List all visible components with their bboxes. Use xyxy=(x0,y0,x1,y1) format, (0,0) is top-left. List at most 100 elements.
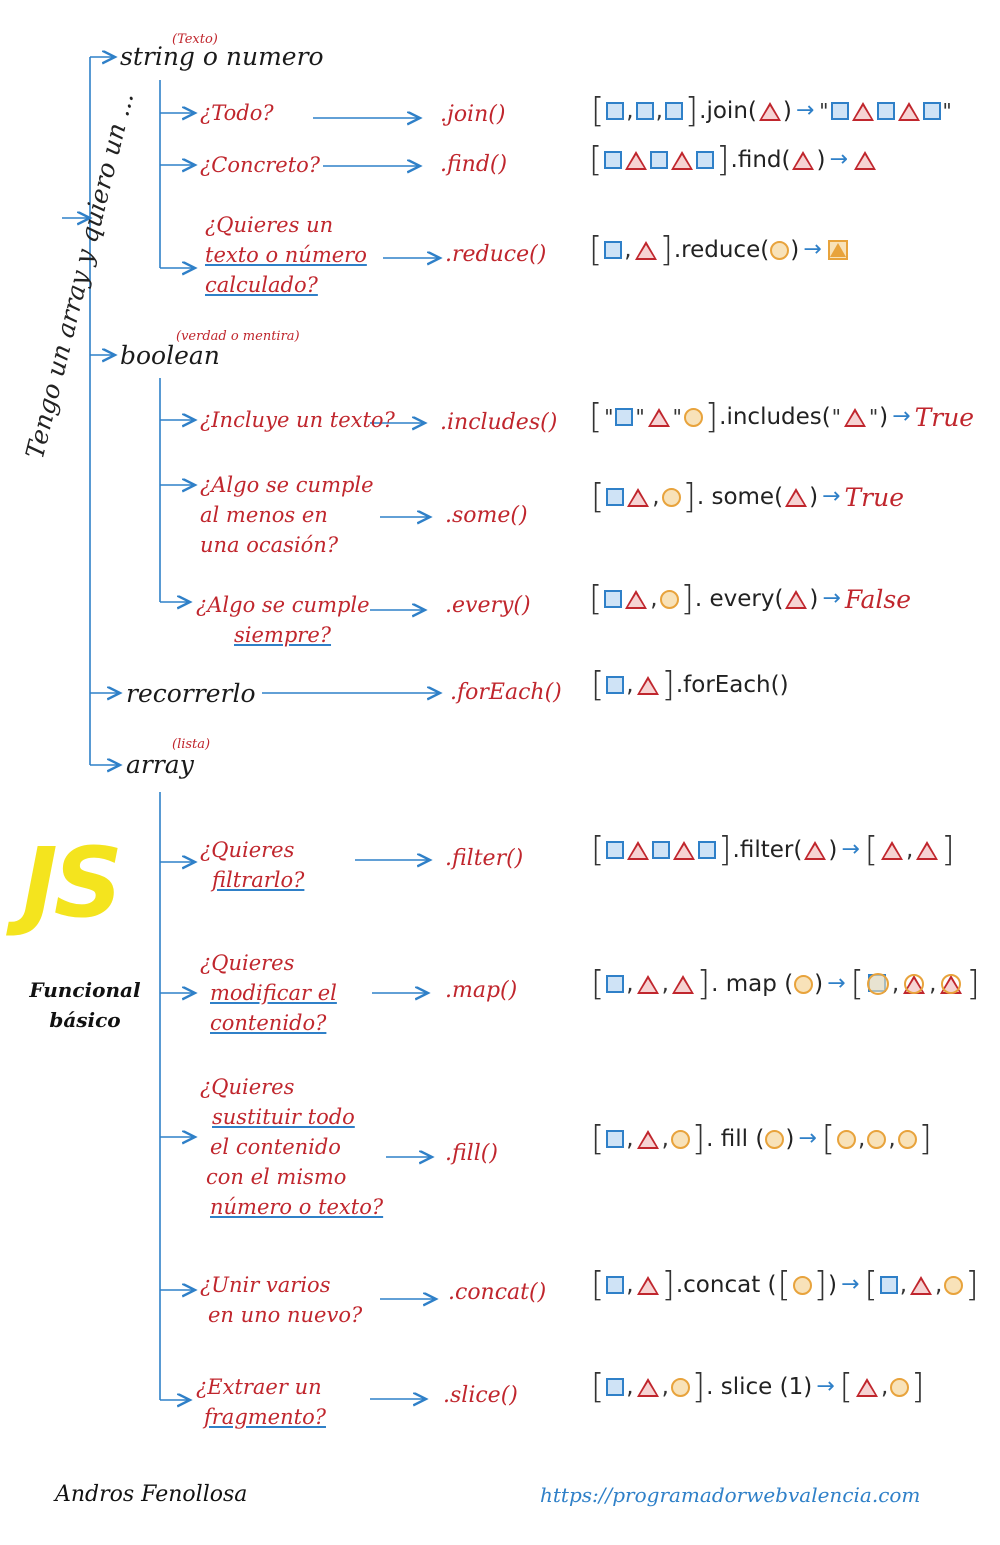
method-slice: .slice() xyxy=(443,1383,518,1408)
example-fill: [,,] . fill () → [,,] xyxy=(591,1119,932,1159)
triangle-icon xyxy=(853,150,876,170)
method-reduce: .reduce() xyxy=(445,242,547,267)
triangle-icon xyxy=(851,101,874,121)
triangle-icon xyxy=(647,407,670,427)
category-boolean: boolean xyxy=(120,341,220,370)
method-every: .every() xyxy=(445,593,531,618)
example-map: [,,] . map () → [,,] xyxy=(591,964,980,1004)
js-logo: JS xyxy=(22,827,123,939)
triangle-circle-icon xyxy=(902,973,926,995)
circle-icon xyxy=(792,1275,812,1295)
triangle-icon xyxy=(627,487,650,507)
arrow-icon: → xyxy=(822,586,841,611)
triangle-icon xyxy=(636,1377,659,1397)
square-icon xyxy=(606,841,625,859)
arrow-icon: → xyxy=(816,1374,835,1399)
question-includes: ¿Incluye un texto? xyxy=(200,408,395,432)
square-icon xyxy=(604,590,623,608)
square-icon xyxy=(606,1276,625,1294)
triangle-icon xyxy=(843,407,866,427)
square-icon xyxy=(604,241,623,259)
method-join: .join() xyxy=(440,102,506,127)
triangle-icon xyxy=(671,150,694,170)
example-some: [,] . some() →True xyxy=(591,477,905,517)
method-includes: .includes() xyxy=(440,410,558,435)
example-includes: ["""] .includes("") →True xyxy=(589,397,975,437)
circle-icon xyxy=(659,589,679,609)
square-icon xyxy=(606,975,625,993)
circle-icon xyxy=(765,1129,785,1149)
question-concat: ¿Unir varios en uno nuevo? xyxy=(200,1273,363,1327)
arrow-icon: → xyxy=(798,1126,817,1151)
triangle-icon xyxy=(916,840,939,860)
square-icon xyxy=(615,408,634,426)
boolean-note: (verdad o mentira) xyxy=(176,329,300,344)
triangle-icon xyxy=(625,150,648,170)
circle-icon xyxy=(670,1377,690,1397)
example-reduce: [,] .reduce() → xyxy=(588,233,850,267)
author-signature: Andros Fenollosa xyxy=(55,1482,248,1507)
square-icon xyxy=(606,1130,625,1148)
category-recorrer: recorrerlo xyxy=(126,679,256,708)
question-join: ¿Todo? xyxy=(200,101,274,125)
triangle-icon xyxy=(636,974,659,994)
square-icon xyxy=(604,151,623,169)
question-some: ¿Algo se cumple al menos en una ocasión? xyxy=(200,473,374,557)
question-map: ¿Quieres modificar el contenido? xyxy=(200,951,337,1035)
method-fill: .fill() xyxy=(445,1141,498,1166)
triangle-icon xyxy=(855,1377,878,1397)
triangle-icon xyxy=(625,589,648,609)
arrow-icon: → xyxy=(827,971,846,996)
square-triangle-icon xyxy=(827,240,848,260)
arrow-icon: → xyxy=(841,1272,860,1297)
triangle-icon xyxy=(785,487,808,507)
triangle-icon xyxy=(792,150,815,170)
array-note: (lista) xyxy=(172,737,211,752)
question-reduce: ¿Quieres un texto o número calculado? xyxy=(205,213,367,297)
arrow-icon: → xyxy=(795,98,815,123)
string-note: (Texto) xyxy=(172,32,218,47)
arrow-icon: → xyxy=(892,404,911,429)
triangle-icon xyxy=(881,840,904,860)
square-icon xyxy=(606,488,625,506)
square-icon xyxy=(876,102,895,120)
method-concat: .concat() xyxy=(448,1280,547,1305)
question-every: ¿Algo se cumple siempre? xyxy=(196,593,370,647)
triangle-icon xyxy=(636,1275,659,1295)
question-slice: ¿Extraer un fragmento? xyxy=(196,1375,326,1429)
square-circle-icon xyxy=(866,973,889,995)
square-icon xyxy=(922,102,941,120)
triangle-icon xyxy=(634,240,657,260)
example-every: [,] . every() →False xyxy=(589,579,912,619)
circle-icon xyxy=(944,1275,964,1295)
circle-icon xyxy=(890,1377,910,1397)
category-string: string o numero xyxy=(120,42,324,71)
example-filter: [] .filter() → [,] xyxy=(591,830,955,870)
method-map: .map() xyxy=(445,978,518,1003)
question-fill: ¿Quieres sustituir todo el contenido con… xyxy=(200,1075,384,1219)
triangle-icon xyxy=(785,589,808,609)
circle-icon xyxy=(770,240,790,260)
arrow-icon: → xyxy=(822,484,841,509)
triangle-icon xyxy=(636,675,659,695)
method-find: .find() xyxy=(440,152,508,177)
circle-icon xyxy=(794,974,814,994)
method-filter: .filter() xyxy=(445,846,524,871)
square-icon xyxy=(606,676,625,694)
method-some: .some() xyxy=(445,503,528,528)
square-icon xyxy=(698,841,717,859)
triangle-icon xyxy=(804,840,827,860)
arrow-icon: → xyxy=(829,147,848,172)
triangle-icon xyxy=(897,101,920,121)
circle-icon xyxy=(897,1129,917,1149)
question-find: ¿Concreto? xyxy=(200,153,321,177)
question-filter: ¿Quieres filtrarlo? xyxy=(200,838,305,892)
functional-label: Funcional básico xyxy=(29,978,141,1032)
square-icon xyxy=(650,151,669,169)
square-icon xyxy=(830,102,849,120)
triangle-circle-icon xyxy=(939,973,963,995)
example-forEach: [,] .forEach() xyxy=(591,665,789,705)
circle-icon xyxy=(670,1129,690,1149)
website-url[interactable]: https://programadorwebvalencia.com xyxy=(540,1483,921,1507)
